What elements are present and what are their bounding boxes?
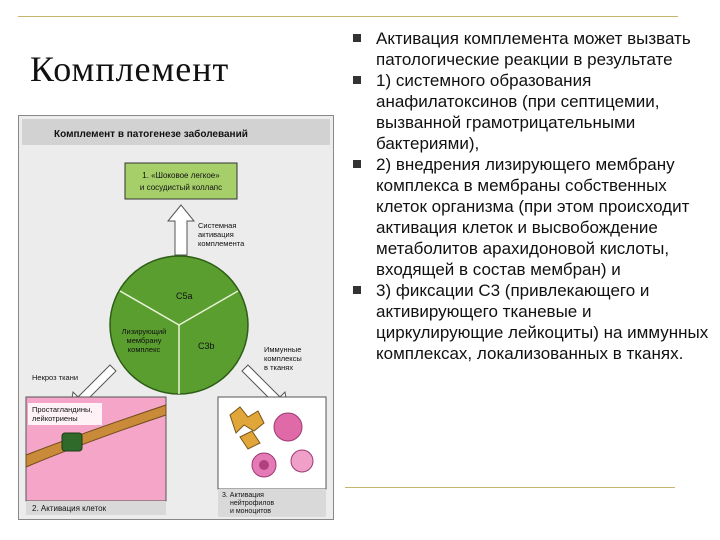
neutrophil-caption-3: и моноцитов bbox=[230, 508, 271, 515]
circle-divider-1 bbox=[119, 290, 180, 326]
figure-border bbox=[18, 115, 334, 520]
mac-pore-icon bbox=[61, 432, 83, 452]
bullet-item: 3) фиксации С3 (привлекающего и активиру… bbox=[345, 280, 720, 364]
prostaglandins-label-2: лейкотриены bbox=[32, 414, 78, 423]
bullet-item: 2) внедрения лизирующего мембрану компле… bbox=[345, 154, 720, 280]
figure-header-bar bbox=[22, 119, 330, 145]
shock-lung-line1: 1. «Шоковое легкое» bbox=[142, 171, 220, 180]
figure-header: Комплемент в патогенезе заболеваний bbox=[54, 128, 248, 140]
immune-complex-icon bbox=[229, 406, 265, 434]
necrosis-label: Некроз ткани bbox=[32, 373, 78, 382]
immune-label-2: комплексы bbox=[264, 354, 302, 363]
shock-lung-line2: и сосудистый коллапс bbox=[140, 183, 222, 192]
neutrophil-caption-2: нейтрофилов bbox=[230, 499, 274, 507]
slide-title: Комплемент bbox=[30, 49, 230, 89]
immune-complex-icon bbox=[239, 430, 261, 450]
systemic-label-3: комплемента bbox=[198, 239, 245, 248]
top-rule bbox=[18, 16, 678, 17]
bullet-item: Активация комплемента может вызвать пато… bbox=[345, 28, 720, 70]
systemic-label-1: Системная bbox=[198, 221, 236, 230]
immune-label-1: Иммунные bbox=[264, 345, 301, 354]
c5a-label: C5a bbox=[176, 291, 193, 301]
cell-activation-caption: 2. Активация клеток bbox=[32, 504, 107, 513]
neutrophil-icon bbox=[273, 412, 303, 442]
bottom-rule bbox=[345, 487, 675, 488]
bullet-list: Активация комплемента может вызвать пато… bbox=[345, 28, 720, 364]
square-bullet-icon bbox=[353, 286, 361, 294]
leukocyte-icon bbox=[290, 449, 314, 473]
immune-label-3: в тканях bbox=[264, 363, 293, 372]
neutrophil-panel bbox=[217, 396, 327, 490]
bullet-text: 3) фиксации С3 (привлекающего и активиру… bbox=[376, 281, 709, 363]
square-bullet-icon bbox=[353, 34, 361, 42]
bullet-item: 1) системного образования анафилатоксино… bbox=[345, 70, 720, 154]
prostaglandins-label-bg bbox=[28, 403, 102, 425]
neutrophil-caption-bg bbox=[218, 489, 326, 517]
shock-lung-box bbox=[124, 162, 238, 200]
complement-pathogenesis-figure: Комплемент в патогенезе заболеваний 1. «… bbox=[18, 115, 334, 520]
prostaglandins-label-1: Простагландины, bbox=[32, 405, 92, 414]
circle-divider-2 bbox=[178, 290, 239, 326]
square-bullet-icon bbox=[353, 76, 361, 84]
bullet-text: Активация комплемента может вызвать пато… bbox=[376, 29, 691, 69]
bullet-text: 1) системного образования анафилатоксино… bbox=[376, 71, 660, 153]
mac-label-2: мембрану bbox=[127, 336, 162, 345]
cell-activation-caption-bg bbox=[26, 501, 166, 515]
neutrophil-caption-1: 3. Активация bbox=[222, 492, 264, 499]
mac-label-3: комплекс bbox=[128, 345, 161, 354]
bullet-text: 2) внедрения лизирующего мембрану компле… bbox=[376, 155, 690, 279]
monocyte-nucleus-icon bbox=[259, 460, 269, 470]
up-arrow-icon bbox=[166, 204, 196, 256]
square-bullet-icon bbox=[353, 160, 361, 168]
c3b-label: C3b bbox=[198, 341, 215, 351]
systemic-label-2: активация bbox=[198, 230, 234, 239]
mac-label-1: Лизирующий bbox=[122, 327, 167, 336]
